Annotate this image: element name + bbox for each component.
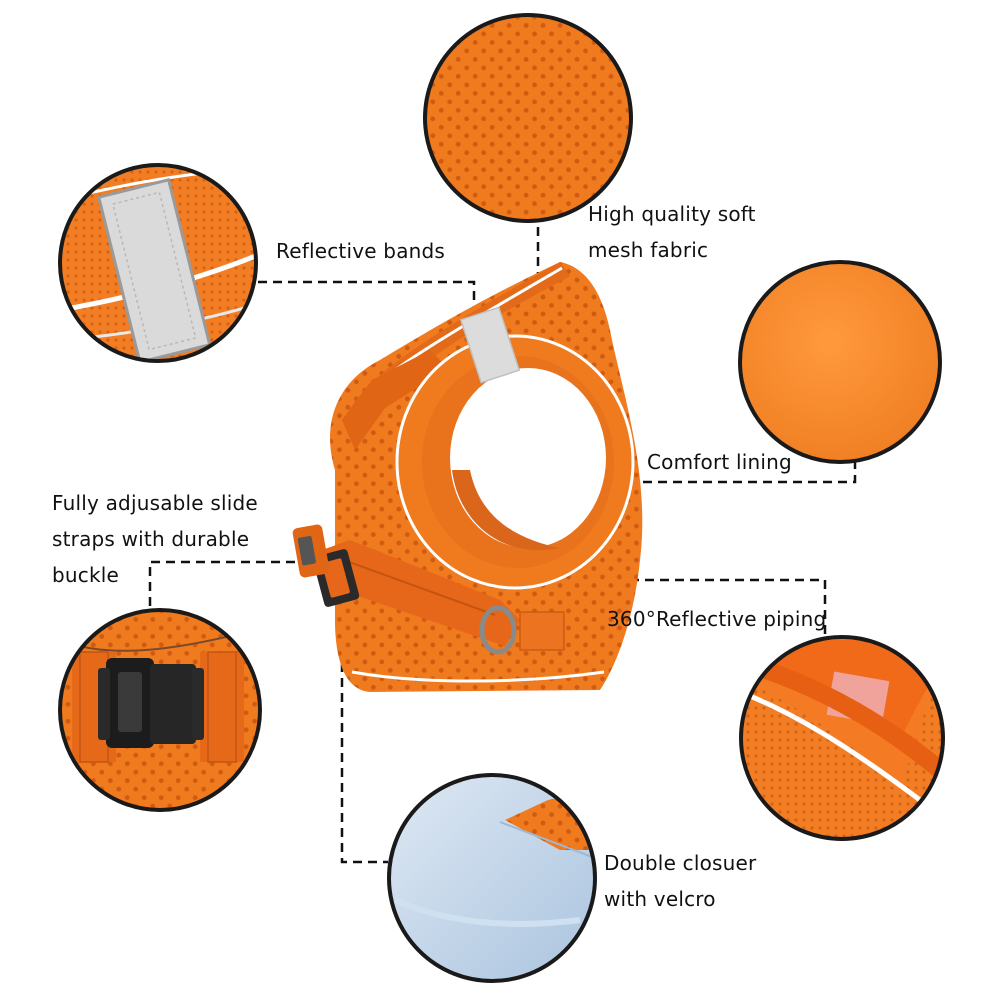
label-reflective-bands: Reflective bands: [276, 239, 446, 263]
label-comfort-lining: Comfort lining: [647, 450, 792, 474]
label-double-closure: Double closuer with velcro: [604, 851, 757, 911]
label-reflective-piping: 360°Reflective piping: [607, 607, 827, 631]
mesh-fabric-closeup-icon: [425, 15, 631, 221]
reflective-band-closeup-icon: [60, 165, 256, 361]
harness-vest-icon: [292, 262, 643, 692]
label-mesh-fabric: High quality soft mesh fabric: [588, 202, 756, 262]
buckle-closeup-icon: [60, 610, 260, 810]
lining-closeup-icon: [740, 262, 940, 462]
label-slide-straps: Fully adjusable slide straps with durabl…: [52, 491, 258, 587]
piping-closeup-icon: [741, 637, 943, 839]
velcro-closeup-icon: [389, 775, 595, 981]
